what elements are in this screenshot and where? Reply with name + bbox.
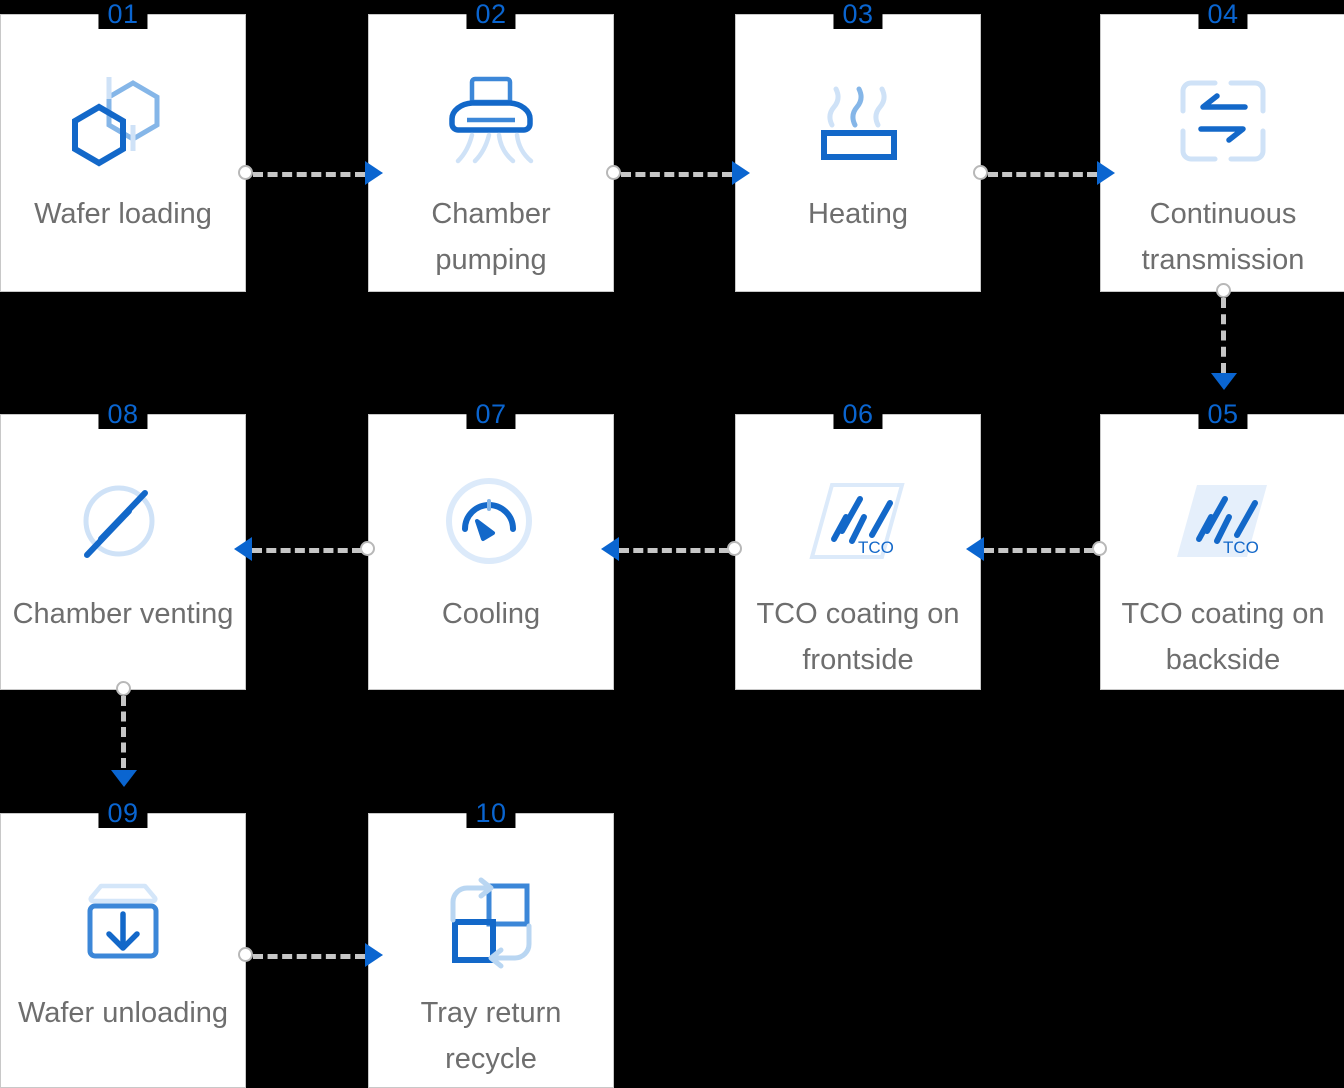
connector-dashed-line [253,172,365,177]
step-number-01: 01 [98,0,148,29]
connector-dashed-line [619,548,729,553]
step-number-02: 02 [466,0,516,29]
step-number-05: 05 [1198,399,1248,429]
connector-dashed-line [1221,298,1226,373]
connector-arrowhead-left [601,537,619,561]
connector-arrowhead-left [234,537,252,561]
connector-dot [1216,283,1231,298]
connector-arrowhead-right [732,161,750,185]
connector-dot [727,541,742,556]
connector-dot [238,165,253,180]
connector-dashed-line [121,696,126,768]
bidirectional-transfer-icon [1168,73,1278,169]
step-label-09: Wafer unloading [17,997,229,1029]
step-label-06: TCO coating on frontside [756,598,960,676]
connector-dot [973,165,988,180]
process-step-card-06[interactable]: 06 TCO TCO coating on frontside [735,399,981,690]
connector-dashed-line [984,548,1094,553]
connector-dot [360,541,375,556]
step-label-10: Tray return recycle [420,997,562,1075]
tco-icon-text: TCO [1223,538,1259,557]
process-step-card-05[interactable]: 05 TCO TCO coating on backside [1100,399,1344,690]
step-label-08: Chamber venting [12,598,234,630]
connector-arrowhead-right [365,161,383,185]
connector-arrowhead-down [111,770,137,787]
tco-coating-filled-icon: TCO [1168,473,1278,569]
step-number-08: 08 [98,399,148,429]
tco-coating-outline-icon: TCO [803,473,913,569]
connector-dot [606,165,621,180]
connector-arrowhead-right [365,943,383,967]
gauge-icon [436,473,546,569]
tco-icon-text: TCO [858,538,894,557]
connector-arrowhead-left [966,537,984,561]
recycle-squares-icon [436,872,546,969]
step-number-04: 04 [1198,0,1248,29]
step-label-04: Continuous transmission [1141,198,1305,276]
step-label-03: Heating [808,198,908,230]
process-step-card-03[interactable]: 03 Heating [735,0,981,292]
process-step-card-07[interactable]: 07 Cooling [368,399,614,690]
step-number-10: 10 [466,798,516,828]
hexagon-pair-icon [68,73,178,169]
process-step-card-02[interactable]: 02 Chamber pumping [368,0,614,292]
connector-dashed-line [621,172,732,177]
process-step-card-08[interactable]: 08 Chamber venting [0,399,246,690]
step-number-09: 09 [98,798,148,828]
connector-dashed-line [988,172,1097,177]
step-label-07: Cooling [441,598,541,630]
step-label-02: Chamber pumping [431,198,551,276]
connector-dot [1092,541,1107,556]
process-step-card-04[interactable]: 04 Continuous transmission [1100,0,1344,292]
connector-arrowhead-down [1211,373,1237,390]
step-number-07: 07 [466,399,516,429]
process-step-card-01[interactable]: 01 Wafer loading [0,0,246,292]
step-number-06: 06 [833,399,883,429]
connector-dot [238,947,253,962]
circle-slash-icon [68,473,178,569]
step-label-01: Wafer loading [34,198,212,230]
box-down-arrow-icon [68,872,178,968]
process-step-card-09[interactable]: 09 Wafer unloading [0,798,246,1088]
process-step-card-10[interactable]: 10 Tray return recycle [368,798,614,1088]
step-label-05: TCO coating on backside [1121,598,1325,676]
connector-dot [116,681,131,696]
heat-waves-icon [803,73,913,169]
step-number-03: 03 [833,0,883,29]
connector-dashed-line [252,548,362,553]
connector-dashed-line [253,954,365,959]
vacuum-pump-icon [436,73,546,169]
connector-arrowhead-right [1097,161,1115,185]
